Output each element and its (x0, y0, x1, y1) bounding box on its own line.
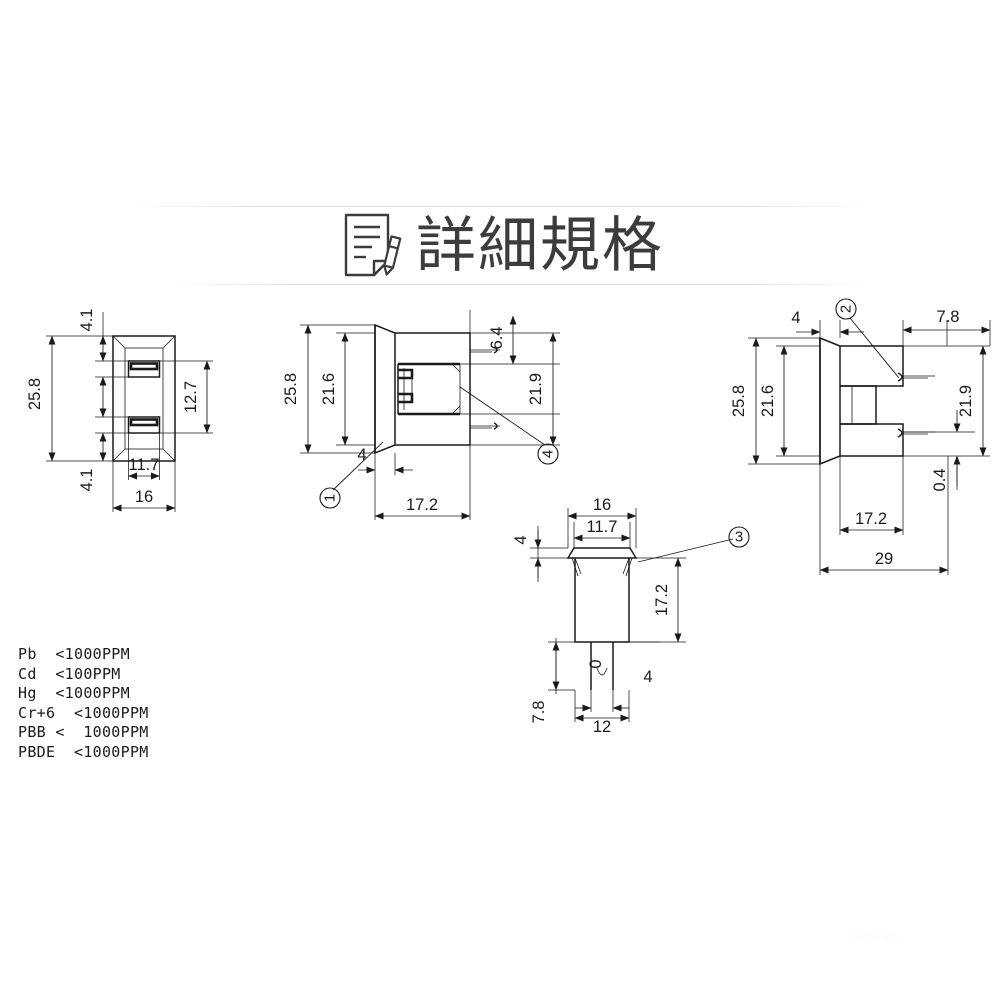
rohs-line-pb: Pb <1000PPM (18, 645, 130, 663)
right-side-view: 4 7.8 25.8 21.6 21.9 0.4 (730, 298, 991, 575)
callout-label-1: 1 (322, 494, 339, 502)
dim-front-4-1-top: 4.1 (78, 309, 96, 332)
dim-bottom-4-cap: 4 (512, 535, 530, 544)
dim-front-16: 16 (135, 488, 153, 506)
header-divider-bottom (170, 284, 870, 285)
rohs-line-pbb: PBB < 1000PPM (18, 723, 149, 741)
rohs-line-cr6: Cr+6 <1000PPM (18, 703, 149, 722)
dim-side-21-6: 21.6 (320, 373, 338, 405)
page-header: 詳細規格 (0, 196, 1000, 292)
dim-front-4-1-bottom: 4.1 (78, 469, 96, 492)
dim-side-17-2: 17.2 (406, 496, 438, 514)
dim-side-4: 4 (357, 446, 366, 464)
page-title: 詳細規格 (0, 204, 1000, 288)
dim-bottom-diameter: 0 (587, 659, 605, 668)
callout-label-3: 3 (735, 529, 743, 546)
header-divider-top (130, 206, 870, 207)
dim-right-17-2: 17.2 (855, 510, 887, 528)
callout-marker-2 (835, 298, 857, 320)
dim-right-7-8: 7.8 (937, 308, 960, 326)
dim-front-25-8: 25.8 (26, 378, 44, 410)
watermark: Taiwan (852, 928, 899, 943)
dim-bottom-11-7: 11.7 (587, 518, 618, 536)
rohs-line-hg: Hg <1000PPM (18, 684, 130, 702)
dim-right-21-9: 21.9 (957, 385, 975, 417)
dim-bottom-16: 16 (593, 496, 611, 514)
callout-marker-3 (728, 526, 750, 548)
drawing-canvas: .ol{fill:none;stroke:#1a1a1a;stroke-widt… (26, 298, 991, 736)
dim-side-21-9: 21.9 (527, 373, 545, 405)
dim-side-6-4: 6.4 (488, 327, 506, 350)
dim-right-29: 29 (875, 550, 893, 568)
callout-label-2: 2 (838, 305, 855, 313)
bottom-view: 16 11.7 4 17.2 0 4 7.8 (512, 496, 750, 736)
dim-bottom-4-pin: 4 (643, 668, 652, 686)
dim-bottom-7-8: 7.8 (530, 701, 548, 724)
rohs-compliance-block: Pb <1000PPM Cd <100PPM Hg <1000PPM Cr+6 … (18, 645, 248, 762)
callout-marker-1 (319, 487, 341, 509)
side-section-view: 25.8 21.6 6.4 21.9 4 17.2 (282, 310, 560, 520)
dim-right-21-6: 21.6 (759, 385, 777, 417)
rohs-line-pbde: PBDE <1000PPM (18, 742, 149, 761)
dim-bottom-12: 12 (593, 718, 611, 736)
front-view: 25.8 4.1 4.1 12.7 11.7 16 (26, 309, 213, 512)
dim-front-12-7: 12.7 (182, 381, 200, 413)
dim-right-0-4: 0.4 (931, 469, 949, 492)
callout-label-4: 4 (540, 450, 557, 458)
document-pen-icon (336, 211, 410, 281)
dim-front-11-7: 11.7 (129, 456, 160, 474)
dim-side-25-8: 25.8 (282, 373, 300, 405)
page-title-text: 詳細規格 (416, 211, 664, 281)
dim-right-4: 4 (791, 309, 800, 327)
rohs-line-cd: Cd <100PPM (18, 664, 121, 683)
technical-drawing: .ol{fill:none;stroke:#1a1a1a;stroke-widt… (0, 290, 1000, 810)
dim-right-25-8: 25.8 (730, 385, 748, 417)
callout-marker-4 (537, 443, 559, 465)
dim-bottom-17-2: 17.2 (653, 584, 671, 616)
